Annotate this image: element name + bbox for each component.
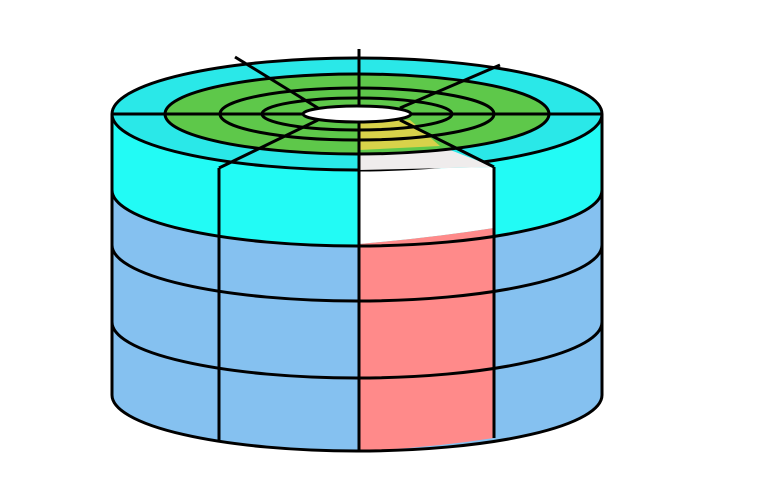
sector-line-sw [218, 118, 319, 170]
highlighted-track-sector-cell [359, 120, 440, 150]
sector-line-nw [234, 55, 319, 110]
bottom-edge [110, 394, 604, 453]
sector-line-se [399, 118, 495, 169]
layer-divider-3 [110, 321, 604, 380]
layer-divider-1 [110, 189, 604, 248]
layer-divider-2 [110, 244, 604, 303]
spindle-hole [301, 104, 413, 124]
highlighted-column-top-segment [359, 167, 494, 244]
highlighted-column-lower-segment [359, 228, 494, 451]
sector-line-ne [399, 63, 501, 110]
